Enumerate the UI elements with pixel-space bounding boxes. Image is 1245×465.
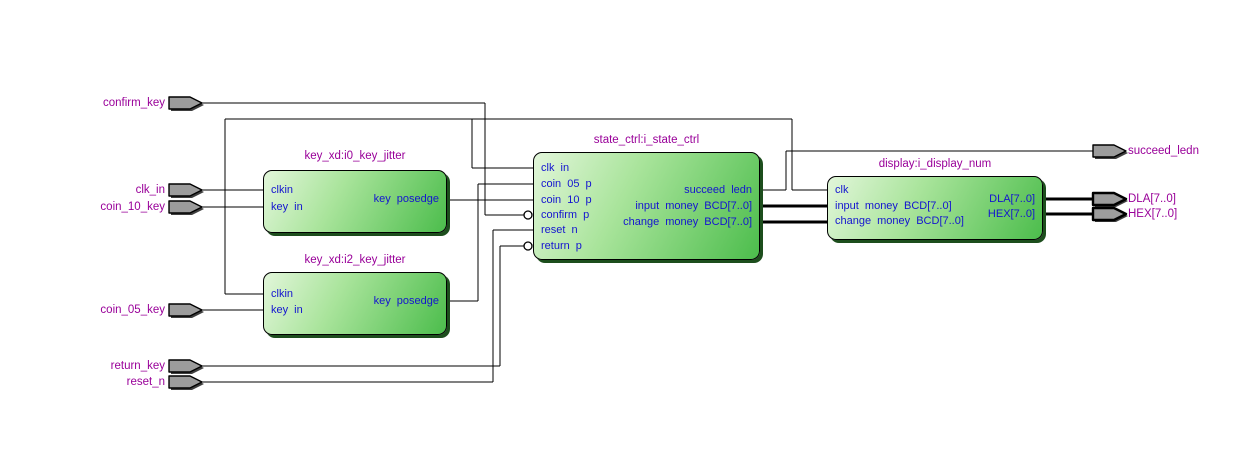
output-pin-label: DLA[7..0] <box>1128 193 1176 205</box>
input-port-label: coin 10 p <box>541 194 592 206</box>
input-port-label: confirm p <box>541 209 590 221</box>
input-port-label: key in <box>271 201 303 213</box>
inverter-bubble-icon <box>523 210 533 220</box>
module-title: display:i_display_num <box>878 158 992 170</box>
input-port-label: reset n <box>541 224 578 236</box>
output-pin-icon[interactable] <box>1091 191 1128 207</box>
input-port-label: input money BCD[7..0] <box>835 200 952 212</box>
output-port-label: DLA[7..0] <box>989 193 1035 205</box>
module-block-i0-key-jitter[interactable] <box>263 170 447 233</box>
input-port-label: return p <box>541 240 582 252</box>
input-pin-icon[interactable] <box>168 96 204 111</box>
input-pin-label: clk_in <box>135 184 165 196</box>
input-port-label: key in <box>271 304 303 316</box>
module-title: state_ctrl:i_state_ctrl <box>593 134 700 146</box>
input-pin-icon[interactable] <box>168 183 204 198</box>
output-port-label: change money BCD[7..0] <box>623 216 752 228</box>
input-pin-label: confirm_key <box>103 97 165 109</box>
input-pin-label: coin_10_key <box>100 201 165 213</box>
input-pin-label: return_key <box>110 360 165 372</box>
output-port-label: succeed ledn <box>684 184 752 196</box>
module-title: key_xd:i2_key_jitter <box>304 254 406 266</box>
input-pin-icon[interactable] <box>168 200 204 215</box>
module-block-display-num[interactable] <box>827 176 1043 240</box>
input-pin-icon[interactable] <box>168 375 204 390</box>
output-pin-label: HEX[7..0] <box>1128 208 1178 220</box>
input-pin-label: reset_n <box>126 376 165 388</box>
output-port-label: HEX[7..0] <box>987 208 1035 220</box>
inverter-bubble-icon <box>523 241 533 251</box>
input-port-label: clk in <box>541 162 570 174</box>
input-port-label: clkin <box>271 184 294 196</box>
input-pin-icon[interactable] <box>168 303 204 318</box>
output-pin-label: succeed_ledn <box>1128 145 1199 157</box>
input-pin-label: coin_05_key <box>100 304 165 316</box>
input-port-label: change money BCD[7..0] <box>835 215 964 227</box>
module-title: key_xd:i0_key_jitter <box>304 150 406 162</box>
input-port-label: clk <box>835 184 849 196</box>
input-port-label: coin 05 p <box>541 178 592 190</box>
input-port-label: clkin <box>271 288 294 300</box>
output-port-label: key posedge <box>373 295 439 307</box>
module-block-i2-key-jitter[interactable] <box>263 272 447 335</box>
output-pin-icon[interactable] <box>1092 144 1128 159</box>
module-block-state-ctrl[interactable] <box>533 152 760 260</box>
output-pin-icon[interactable] <box>1091 206 1128 222</box>
output-port-label: input money BCD[7..0] <box>635 200 752 212</box>
input-pin-icon[interactable] <box>168 359 204 374</box>
output-port-label: key posedge <box>373 193 439 205</box>
